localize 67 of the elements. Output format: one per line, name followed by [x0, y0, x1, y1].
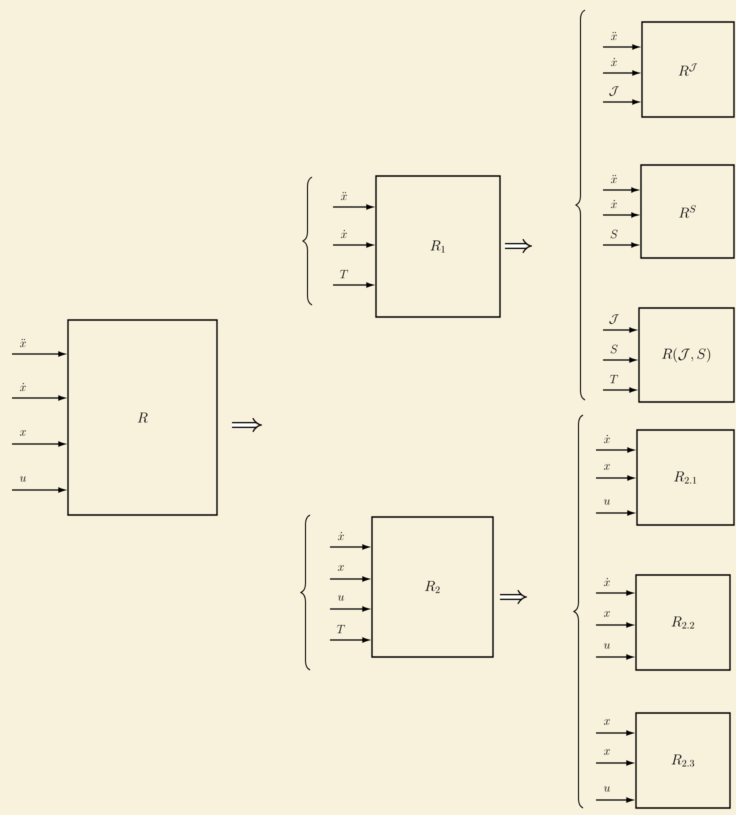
edge-label: $\ddot{x}$: [341, 192, 347, 200]
input-arrow: [330, 606, 370, 612]
edge-label: $u$: [604, 786, 610, 792]
block-box: $R_{1}$: [375, 175, 501, 318]
edge-label: $\dot{x}$: [338, 532, 344, 540]
input-arrow: [596, 447, 634, 453]
input-arrow: [12, 395, 66, 401]
input-arrow: [603, 44, 640, 50]
edge-label: $x$: [604, 611, 610, 617]
input-arrow: [603, 187, 638, 193]
input-arrow: [596, 622, 634, 628]
input-arrow: [603, 327, 636, 333]
input-arrow: [333, 242, 374, 248]
edge-label: $\mathcal{J}$: [609, 314, 619, 324]
block-box: $R^{\mathcal{J}}$: [641, 21, 735, 118]
input-arrow: [603, 242, 638, 248]
input-arrow: [333, 282, 374, 288]
block-box: $R_{2}$: [371, 516, 494, 658]
edge-label: $u$: [604, 643, 610, 649]
input-arrow: [333, 204, 374, 210]
edge-label: $S$: [610, 230, 618, 238]
input-arrow: [596, 590, 634, 596]
edge-label: $u$: [604, 499, 610, 505]
input-arrow: [603, 387, 636, 393]
block-box: $R$: [67, 319, 218, 516]
input-arrow: [12, 441, 66, 447]
edge-label: $\dot{x}$: [610, 58, 617, 66]
edge-label: $\dot{x}$: [20, 383, 26, 392]
edge-label: $\dot{x}$: [604, 435, 610, 444]
input-arrow: [603, 357, 636, 363]
input-arrow: [596, 475, 634, 481]
edge-label: $\ddot{x}$: [610, 32, 617, 40]
edge-label: $x$: [604, 719, 610, 725]
edge-label: $x$: [20, 430, 26, 436]
edge-label: $T$: [337, 624, 346, 634]
edge-label: $\ddot{x}$: [610, 175, 617, 184]
edge-label: $T$: [340, 270, 348, 278]
edge-label: $T$: [610, 374, 618, 384]
input-arrow: [330, 637, 370, 643]
input-arrow: [596, 730, 634, 736]
input-arrow: [596, 797, 634, 803]
edge-label: $u$: [338, 595, 344, 601]
edge-label: $\dot{x}$: [341, 230, 347, 238]
input-arrow: [330, 544, 370, 550]
edge-label: $u$: [20, 476, 26, 482]
edge-label: $\ddot{x}$: [20, 339, 26, 348]
input-arrow: [330, 576, 370, 582]
edge-label: $\dot{x}$: [610, 200, 617, 208]
edge-label: $x$: [604, 464, 610, 470]
block-box: $R^{S}$: [640, 164, 735, 259]
input-arrow: [603, 70, 640, 76]
edge-label: $S$: [610, 344, 618, 354]
input-arrow: [603, 99, 640, 105]
edge-label: $\dot{x}$: [604, 578, 610, 586]
edge-label: $x$: [604, 749, 610, 755]
edge-label: $\mathcal{J}$: [609, 86, 619, 96]
block-box: $R_{2.2}$: [635, 574, 731, 671]
block-box: $R_{2.3}$: [635, 712, 731, 809]
input-arrow: [12, 487, 66, 493]
input-arrow: [596, 510, 634, 516]
input-arrow: [596, 760, 634, 766]
edge-label: $x$: [338, 565, 344, 571]
block-box: $R(\mathcal{J},S)$: [638, 307, 735, 403]
input-arrow: [603, 212, 638, 218]
block-box: $R_{2.1}$: [636, 429, 735, 526]
input-arrow: [596, 654, 634, 660]
input-arrow: [12, 351, 66, 357]
